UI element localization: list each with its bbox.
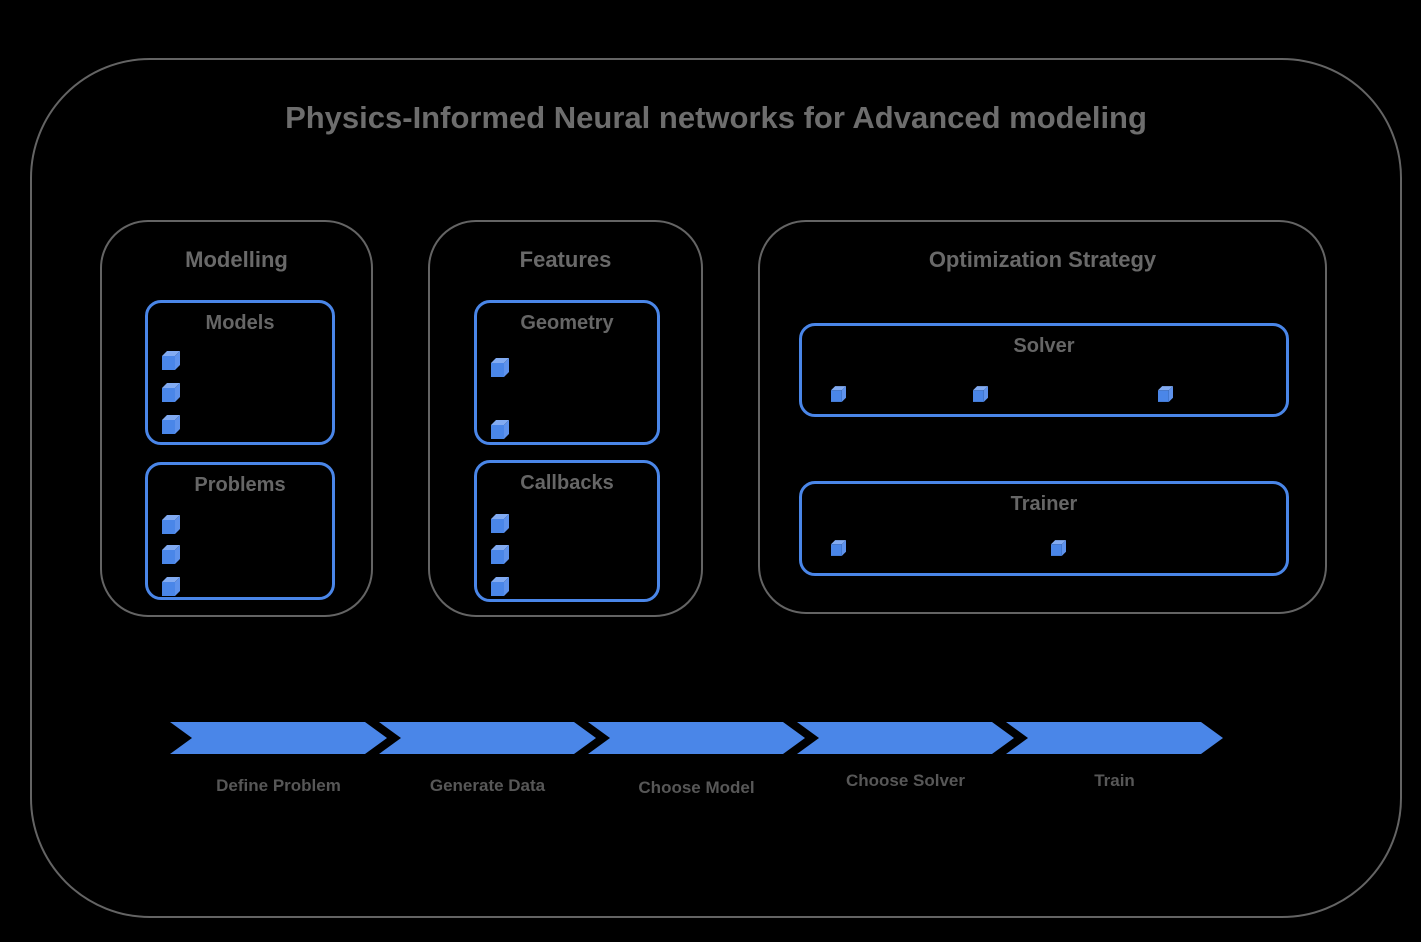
box-solver-title: Solver bbox=[1013, 335, 1075, 357]
cube-bullet-icon bbox=[831, 386, 846, 407]
cube-bullet-icon bbox=[1158, 386, 1173, 407]
flow-step-label: Choose Solver bbox=[845, 771, 966, 790]
section-modelling: Modelling Models Problems bbox=[100, 220, 373, 617]
cube-bullet-icon bbox=[162, 351, 180, 375]
cube-bullet-icon bbox=[491, 420, 509, 444]
cube-bullet-icon bbox=[162, 515, 180, 539]
box-geometry-title: Geometry bbox=[520, 312, 614, 334]
box-problems-title: Problems bbox=[194, 474, 286, 496]
box-callbacks: Callbacks bbox=[474, 460, 660, 602]
cube-bullet-icon bbox=[491, 358, 509, 382]
cube-bullet-icon bbox=[973, 386, 988, 407]
box-callbacks-title: Callbacks bbox=[520, 472, 614, 494]
flow-arrow-segment bbox=[1006, 722, 1223, 754]
box-models-title: Models bbox=[205, 312, 275, 334]
flow-arrow-segment bbox=[797, 722, 1014, 754]
cube-bullet-icon bbox=[162, 415, 180, 439]
flow-arrow-segment bbox=[379, 722, 596, 754]
flow-step-label: Choose Model bbox=[638, 778, 755, 797]
box-geometry: Geometry bbox=[474, 300, 660, 445]
section-optimization-strategy: Optimization Strategy Solver Trainer bbox=[758, 220, 1327, 614]
flow-arrow-segment bbox=[588, 722, 805, 754]
flow-step-label: Generate Data bbox=[429, 776, 546, 795]
outer-frame bbox=[30, 58, 1402, 918]
cube-bullet-icon bbox=[491, 514, 509, 538]
box-trainer: Trainer bbox=[799, 481, 1289, 576]
box-problems: Problems bbox=[145, 462, 335, 600]
page-title: Physics-Informed Neural networks for Adv… bbox=[285, 100, 1147, 135]
section-optimization-title: Optimization Strategy bbox=[928, 247, 1157, 272]
cube-bullet-icon bbox=[491, 545, 509, 569]
cube-bullet-icon bbox=[162, 577, 180, 601]
flow-arrow-segment bbox=[170, 722, 387, 754]
section-modelling-title: Modelling bbox=[185, 247, 288, 272]
cube-bullet-icon bbox=[1051, 540, 1066, 561]
box-solver: Solver bbox=[799, 323, 1289, 417]
flow-step-label: Define Problem bbox=[216, 776, 341, 795]
section-features: Features Geometry Callbacks bbox=[428, 220, 703, 617]
flow-step-label: Train bbox=[1094, 771, 1135, 790]
cube-bullet-icon bbox=[491, 577, 509, 601]
cube-bullet-icon bbox=[831, 540, 846, 561]
cube-bullet-icon bbox=[162, 383, 180, 407]
cube-bullet-icon bbox=[162, 545, 180, 569]
section-features-title: Features bbox=[519, 247, 612, 272]
box-models: Models bbox=[145, 300, 335, 445]
box-trainer-title: Trainer bbox=[1010, 493, 1078, 515]
